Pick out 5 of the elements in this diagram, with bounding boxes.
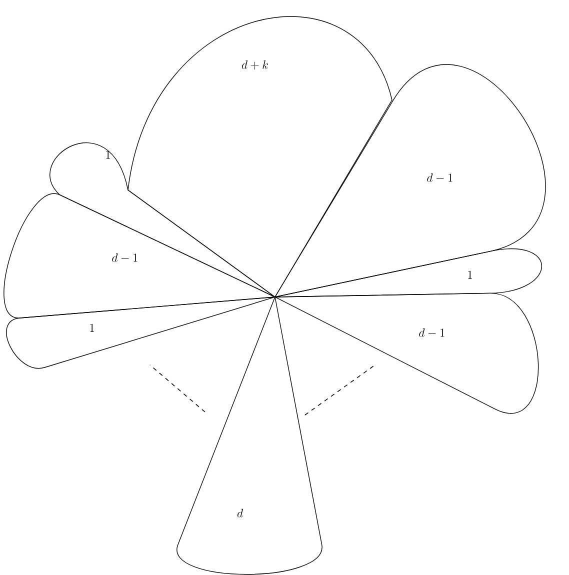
petal-region: $d - 1$ [274, 292, 539, 414]
petal-region: $d - 1$ [4, 194, 276, 318]
petal-region: $1$ [6, 296, 276, 369]
petal-region: $d$ [177, 296, 322, 575]
petal-region: $1$ [274, 248, 542, 298]
